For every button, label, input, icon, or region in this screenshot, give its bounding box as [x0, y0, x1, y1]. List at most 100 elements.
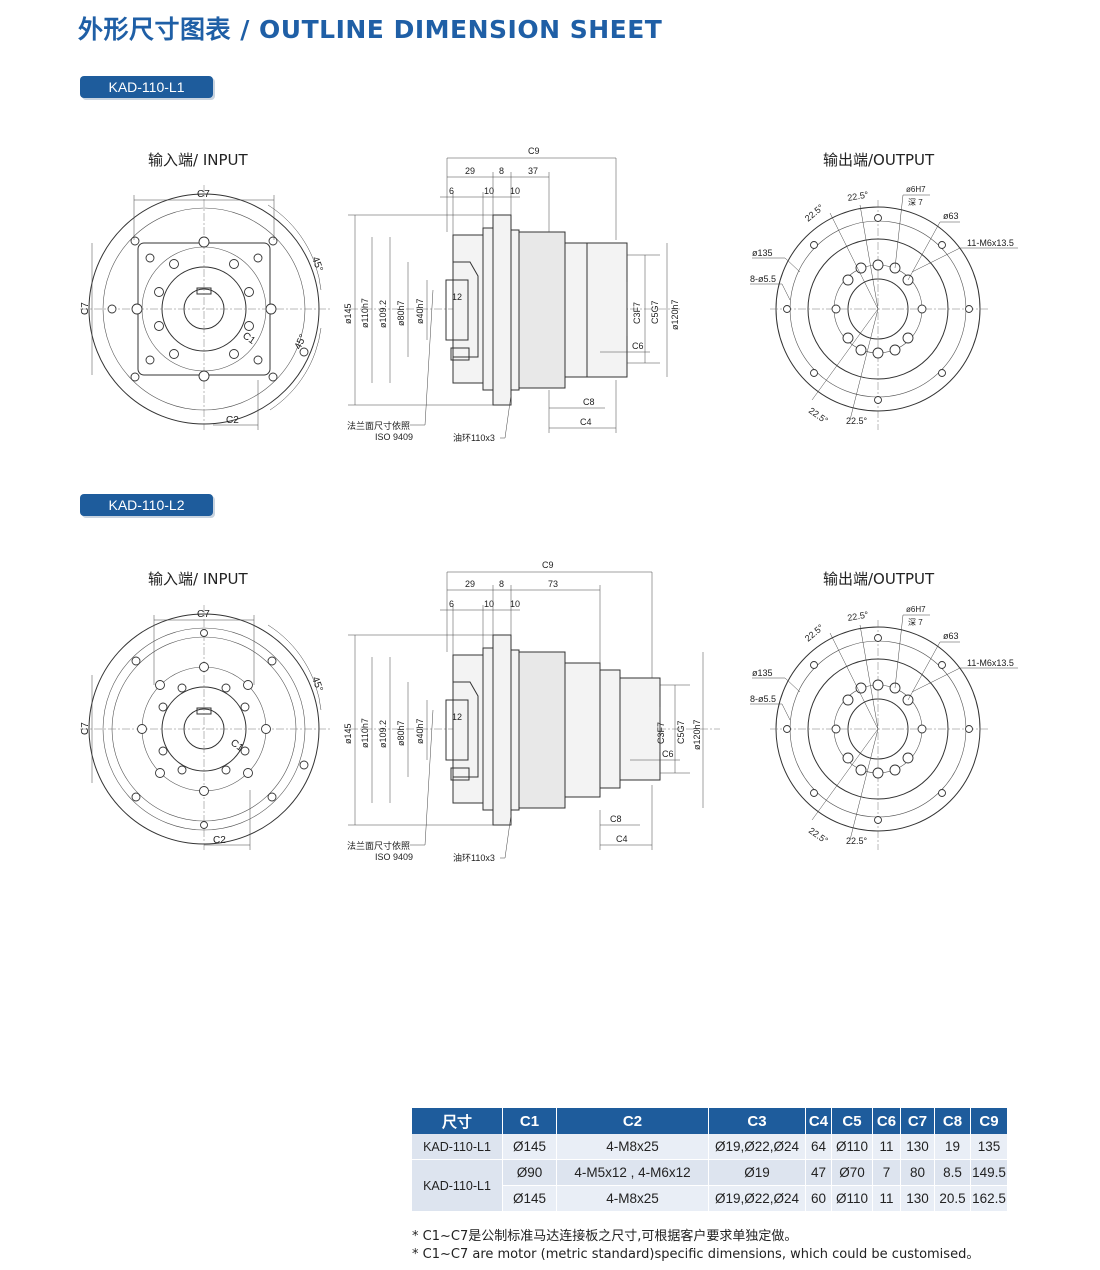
table-cell: 8.5	[934, 1159, 971, 1186]
dim-c8-2: C8	[610, 814, 622, 824]
col-header: C6	[872, 1108, 901, 1134]
dim-c2: C2	[226, 415, 239, 426]
dim-8-2: 8	[499, 579, 504, 589]
iso-note: ISO 9409	[375, 432, 413, 442]
note-d135: ø135	[752, 248, 773, 258]
note-d6: ø6H7	[906, 185, 926, 194]
angle-225-c-2: 22.5°	[807, 825, 830, 846]
output-front-view-2: 22.5° 22.5° 22.5° 22.5° ø6H7 深 7 ø63 11-…	[750, 605, 1018, 850]
note-d63: ø63	[943, 211, 959, 221]
note-d135-2: ø135	[752, 668, 773, 678]
dim-29: 29	[465, 166, 475, 176]
dim-c5: C5G7	[650, 300, 660, 324]
note-d6-2: ø6H7	[906, 605, 926, 614]
input-front-view: C7 C7 45° 45° C1 C2	[80, 185, 330, 430]
dim-29-2: 29	[465, 579, 475, 589]
dim-10b: 10	[510, 186, 520, 196]
col-header: C7	[900, 1108, 935, 1134]
col-header: C1	[502, 1108, 557, 1134]
input-view-label-2: 输入端/ INPUT	[148, 570, 248, 588]
dim-d110-2: ø110h7	[360, 718, 370, 748]
drawing-l2: C7 C7 45° C1 C2 ø145 ø110h7 ø109.2 ø80h7…	[80, 560, 1018, 863]
flange-note-2: 法兰面尺寸依照	[347, 840, 410, 851]
drawing-l1: C7 C7 45° 45° C1 C2 ø145 ø110h7 ø109.2 ø…	[80, 146, 1018, 443]
angle-225-d: 22.5°	[846, 416, 868, 426]
table-cell: Ø19	[708, 1159, 806, 1186]
dim-c3: C3F7	[632, 302, 642, 324]
dim-c7-left-2: C7	[80, 722, 91, 735]
note-deep7: 深 7	[908, 198, 923, 207]
dim-37: 37	[528, 166, 538, 176]
angle-225-b-2: 22.5°	[803, 622, 826, 643]
note-holes-2: 8-ø5.5	[750, 694, 776, 704]
table-cell: Ø145	[502, 1185, 557, 1212]
dimension-table: 尺寸 C1 C2 C3 C4 C5 C6 C7 C8 C9 KAD-110-L1…	[412, 1108, 1008, 1212]
table-row: KAD-110-L1 Ø145 4-M8x25 Ø19,Ø22,Ø24 64 Ø…	[412, 1134, 1008, 1160]
dim-10a-2: 10	[484, 599, 494, 609]
table-cell: 4-M5x12 , 4-M6x12	[556, 1159, 709, 1186]
dim-6: 6	[449, 186, 454, 196]
dim-c7-top-2: C7	[197, 609, 210, 620]
table-cell: 4-M8x25	[556, 1134, 709, 1160]
table-cell: 162.5	[970, 1185, 1008, 1212]
dim-d40-2: ø40h7	[415, 718, 425, 744]
dim-c9-2: C9	[542, 560, 554, 570]
table-cell: 7	[872, 1159, 901, 1186]
dim-c8: C8	[583, 397, 595, 407]
dim-d80: ø80h7	[396, 300, 406, 326]
dim-c5-2: C5G7	[676, 720, 686, 744]
col-header: C2	[556, 1108, 709, 1134]
dim-d120: ø120h7	[670, 299, 680, 330]
dim-10b-2: 10	[510, 599, 520, 609]
table-row: Ø145 4-M8x25 Ø19,Ø22,Ø24 60 Ø110 11 130 …	[412, 1185, 1008, 1212]
table-cell: Ø145	[502, 1134, 557, 1160]
table-cell: 47	[805, 1159, 832, 1186]
table-cell-model: KAD-110-L1	[412, 1134, 503, 1160]
angle-45-top-2: 45°	[309, 675, 325, 693]
table-cell-model: KAD-110-L1	[412, 1159, 503, 1212]
angle-225-d-2: 22.5°	[846, 836, 868, 846]
table-cell: 149.5	[970, 1159, 1008, 1186]
note-m6: 11-M6x13.5	[967, 238, 1014, 248]
oring-note-2: 油环110x3	[453, 852, 495, 863]
dim-c4-2: C4	[616, 834, 628, 844]
dim-c3-2: C3F7	[656, 722, 666, 744]
table-header-row: 尺寸 C1 C2 C3 C4 C5 C6 C7 C8 C9	[412, 1108, 1008, 1134]
table-cell: 64	[805, 1134, 832, 1160]
table-cell: Ø19,Ø22,Ø24	[708, 1134, 806, 1160]
output-view-label: 输出端/OUTPUT	[823, 151, 935, 169]
dim-d109: ø109.2	[378, 300, 388, 328]
table-cell: Ø19,Ø22,Ø24	[708, 1185, 806, 1212]
table-cell: 130	[900, 1185, 935, 1212]
dim-73: 73	[548, 579, 558, 589]
dim-d145-2: ø145	[343, 723, 353, 744]
dim-d109-2: ø109.2	[378, 720, 388, 748]
table-row: KAD-110-L1 Ø90 4-M5x12 , 4-M6x12 Ø19 47 …	[412, 1159, 1008, 1212]
dim-d145: ø145	[343, 303, 353, 324]
col-header: C5	[831, 1108, 873, 1134]
oring-note: 油环110x3	[453, 432, 495, 443]
model-tab-l2: KAD-110-L2	[80, 494, 213, 516]
table-cell: 11	[872, 1134, 901, 1160]
dim-10a: 10	[484, 186, 494, 196]
side-section-view-2: ø145 ø110h7 ø109.2 ø80h7 ø40h7 12 C9 29 …	[343, 560, 720, 863]
angle-225-b: 22.5°	[803, 202, 826, 223]
dim-d110: ø110h7	[360, 298, 370, 328]
note-english: * C1~C7 are motor (metric standard)speci…	[412, 1247, 980, 1262]
input-front-view-2: C7 C7 45° C1 C2	[80, 605, 330, 850]
table-cell: Ø70	[831, 1159, 873, 1186]
table-cell: 60	[805, 1185, 832, 1212]
side-section-view: ø145 ø110h7 ø109.2 ø80h7 ø40h7 12 C9 29 …	[343, 146, 680, 443]
dim-d120-2: ø120h7	[692, 719, 702, 750]
dim-12-2: 12	[452, 712, 462, 722]
dim-c7-left: C7	[80, 302, 91, 315]
table-cell: 19	[934, 1134, 971, 1160]
col-header: C9	[970, 1108, 1008, 1134]
dim-c6: C6	[632, 341, 644, 351]
dim-c7-top: C7	[197, 189, 210, 200]
angle-225-a-2: 22.5°	[847, 609, 870, 623]
flange-note: 法兰面尺寸依照	[347, 420, 410, 431]
dim-c6-2: C6	[662, 749, 674, 759]
col-header: C8	[934, 1108, 971, 1134]
input-view-label: 输入端/ INPUT	[148, 151, 248, 169]
